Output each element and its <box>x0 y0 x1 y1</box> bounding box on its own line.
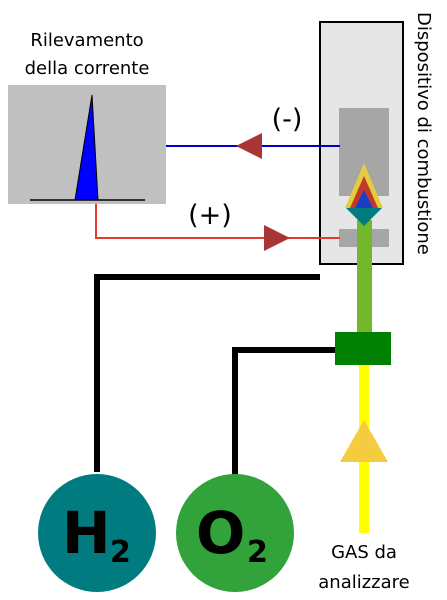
sample-label-line1: GAS da <box>331 542 397 563</box>
positive-wire-arrow <box>264 225 290 251</box>
o2-circle <box>176 474 294 592</box>
detection-title-line1: Rilevamento <box>30 30 143 51</box>
sample-label-line2: analizzare <box>318 572 409 593</box>
detection-peak <box>74 94 99 201</box>
negative-wire-arrow <box>236 133 262 159</box>
combustion-device-label: Dispositivo di combustione <box>413 12 434 255</box>
positive-electrode-label: (+) <box>188 200 232 231</box>
sample-flow-arrow <box>340 420 388 462</box>
h2-subscript: 2 <box>110 535 131 570</box>
o2-pipe <box>232 347 335 476</box>
detection-title-line2: della corrente <box>25 58 150 79</box>
burner-nozzle <box>346 208 382 226</box>
gas-mixer <box>335 332 391 365</box>
positive-wire <box>95 204 340 239</box>
h2-pipe <box>94 274 320 472</box>
negative-electrode-label: (-) <box>272 104 303 135</box>
h2-circle <box>38 474 156 592</box>
h2-symbol: H <box>62 499 111 567</box>
mixed-gas-tube <box>357 220 372 336</box>
o2-subscript: 2 <box>247 535 268 570</box>
o2-symbol: O <box>196 499 245 567</box>
flame-inner <box>355 190 373 208</box>
